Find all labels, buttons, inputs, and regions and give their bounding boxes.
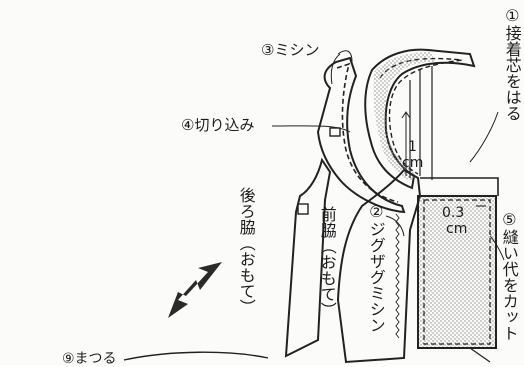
front-center-panel: [336, 168, 422, 364]
back-side-panel: [284, 157, 332, 358]
step5-label: ⑤縫い代をカット: [499, 210, 519, 341]
back-armhole-facing: [336, 62, 399, 203]
dim-03cm-value: 0.3: [442, 205, 465, 221]
step3-label: ③ミシン: [261, 41, 320, 59]
armhole-interfacing: [373, 52, 434, 182]
leader-step1: [469, 111, 499, 163]
seam-allowance-panel: [417, 195, 497, 349]
front-armhole-facing: [379, 57, 463, 175]
dim-1cm-unit: cm: [402, 155, 424, 171]
zigzag-stitch: [395, 213, 400, 339]
step4-label: ④切り込み: [181, 116, 255, 134]
step1-label: ①接着芯をはる: [502, 6, 522, 121]
leader-step5: [489, 235, 505, 261]
direction-arrow: [168, 262, 222, 318]
dim-03cm-unit: cm: [446, 221, 468, 237]
leader-step3: [337, 50, 353, 63]
leader-step2: [385, 215, 405, 237]
front-side-label: 前脇（おもて）: [317, 206, 337, 318]
step9-label: ⑨まつる: [62, 351, 117, 367]
leader-step4: [271, 125, 351, 133]
step2-label: ②ジグザグミシン: [366, 202, 386, 333]
dim-1cm-value: 1: [408, 139, 417, 155]
back-side-label: 後ろ脇（おもて）: [236, 187, 256, 315]
